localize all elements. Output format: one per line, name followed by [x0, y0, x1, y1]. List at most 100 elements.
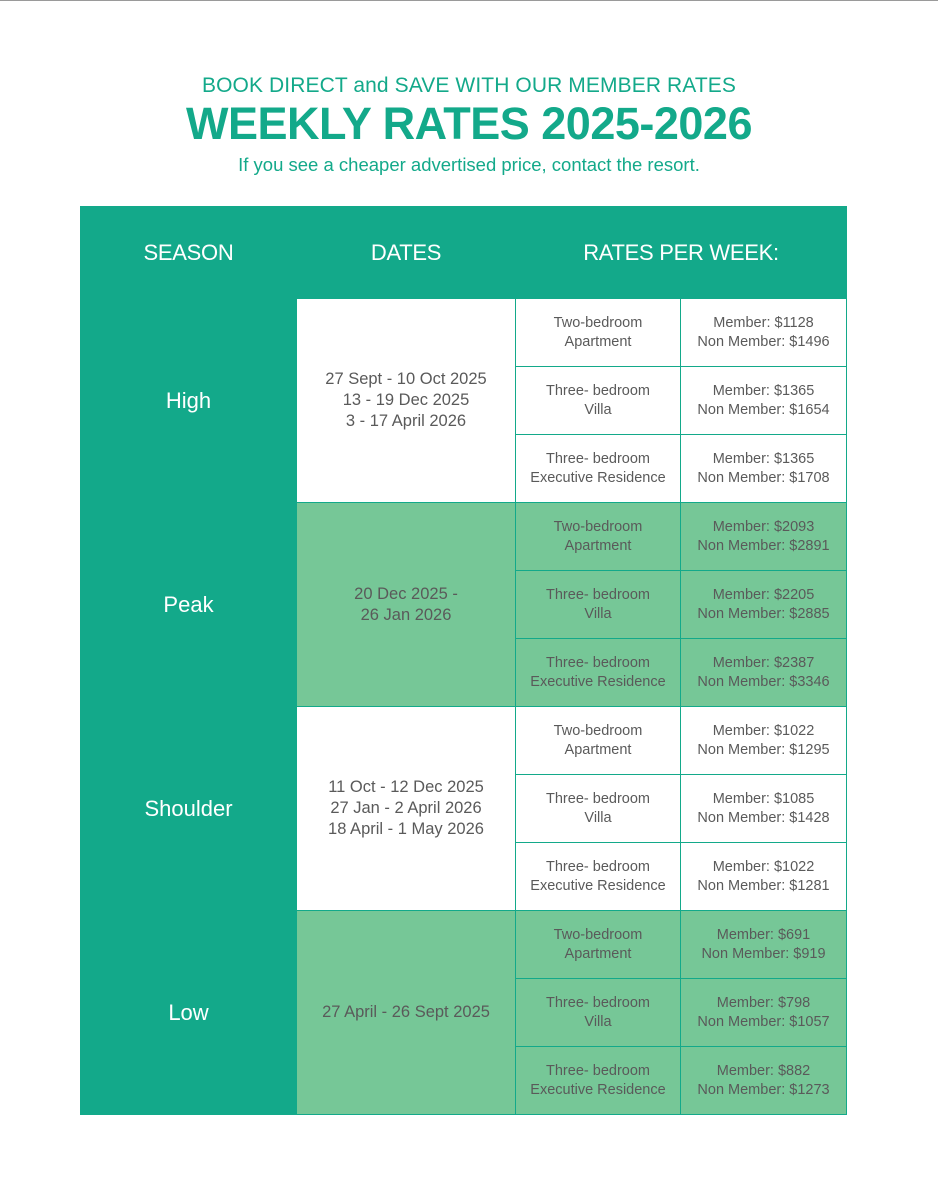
non-member-price: Non Member: $1708: [697, 469, 830, 486]
room-type-line: Three- bedroom: [546, 586, 650, 603]
room-type-line: Three- bedroom: [546, 654, 650, 671]
room-type-line: Villa: [584, 809, 612, 826]
non-member-price: Non Member: $1057: [697, 1013, 830, 1030]
dates-cell: 20 Dec 2025 - 26 Jan 2026: [296, 502, 516, 707]
room-type-line: Villa: [584, 1013, 612, 1030]
non-member-price: Non Member: $1295: [697, 741, 830, 758]
table-row: High 27 Sept - 10 Oct 2025 13 - 19 Dec 202…: [80, 298, 848, 503]
room-type-line: Executive Residence: [530, 1081, 666, 1098]
room-type-line: Three- bedroom: [546, 790, 650, 807]
room-type-line: Apartment: [564, 741, 632, 758]
table-header-row: SEASON DATES RATES PER WEEK:: [80, 206, 848, 299]
member-price: Member: $798: [716, 994, 811, 1011]
date-range: 3 - 17 April 2026: [345, 412, 467, 430]
dates-cell: 27 Sept - 10 Oct 2025 13 - 19 Dec 2025 3 -…: [296, 298, 516, 503]
top-divider: [0, 0, 938, 1]
rates-column-header: RATES PER WEEK:: [514, 206, 848, 299]
rates-body: High 27 Sept - 10 Oct 2025 13 - 19 Dec 202…: [80, 298, 848, 1115]
room-type-line: Villa: [584, 605, 612, 622]
season-cell: High: [80, 298, 297, 503]
member-price: Member: $2387: [712, 654, 815, 671]
season-cell: Peak: [80, 502, 297, 707]
room-type-line: Three- bedroom: [546, 1062, 650, 1079]
room-type-line: Three- bedroom: [546, 858, 650, 875]
non-member-price: Non Member: $1428: [697, 809, 830, 826]
member-price: Member: $691: [716, 926, 811, 943]
non-member-price: Non Member: $1273: [697, 1081, 830, 1098]
dates-cell: 27 April - 26 Sept 2025: [296, 910, 516, 1115]
non-member-price: Non Member: $2885: [697, 605, 830, 622]
member-price: Member: $1365: [712, 382, 815, 399]
date-range: 20 Dec 2025 -: [354, 584, 458, 603]
member-price: Member: $1022: [712, 858, 815, 875]
price-note: If you see a cheaper advertised price, c…: [238, 154, 700, 175]
non-member-price: Non Member: $919: [701, 945, 826, 962]
room-type-line: Two-bedroom: [553, 314, 643, 331]
date-range: 27 Sept - 10 Oct 2025: [325, 370, 487, 388]
room-type-line: Two-bedroom: [553, 722, 643, 739]
date-range: 13 - 19 Dec 2025: [342, 391, 470, 409]
room-type-line: Apartment: [564, 333, 632, 350]
date-range: 26 Jan 2026: [360, 605, 452, 624]
room-type-line: Three- bedroom: [546, 382, 650, 399]
member-price: Member: $2205: [712, 586, 815, 603]
non-member-price: Non Member: $1281: [697, 877, 830, 894]
room-type-line: Apartment: [564, 945, 632, 962]
date-range: 18 April - 1 May 2026: [328, 820, 484, 838]
season-cell: Low: [80, 910, 297, 1115]
member-price: Member: $2093: [712, 518, 815, 535]
room-type-line: Executive Residence: [530, 673, 666, 690]
date-range: 27 April - 26 Sept 2025: [322, 1003, 490, 1021]
dates-column-header: DATES: [296, 206, 516, 299]
non-member-price: Non Member: $1654: [697, 401, 830, 418]
tagline: BOOK DIRECT and SAVE WITH OUR MEMBER RAT…: [202, 74, 736, 97]
member-price: Member: $1022: [712, 722, 815, 739]
season-cell: Shoulder: [80, 706, 297, 911]
non-member-price: Non Member: $3346: [697, 673, 830, 690]
room-type-line: Apartment: [564, 537, 632, 554]
member-price: Member: $1128: [713, 314, 814, 331]
room-type-line: Executive Residence: [530, 877, 666, 894]
page-title: WEEKLY RATES 2025-2026: [186, 98, 752, 149]
room-type-line: Three- bedroom: [546, 994, 650, 1011]
season-column-header: SEASON: [80, 206, 297, 299]
member-price: Member: $1365: [712, 450, 815, 467]
member-price: Member: $1085: [712, 790, 815, 807]
room-type-line: Two-bedroom: [553, 926, 643, 943]
